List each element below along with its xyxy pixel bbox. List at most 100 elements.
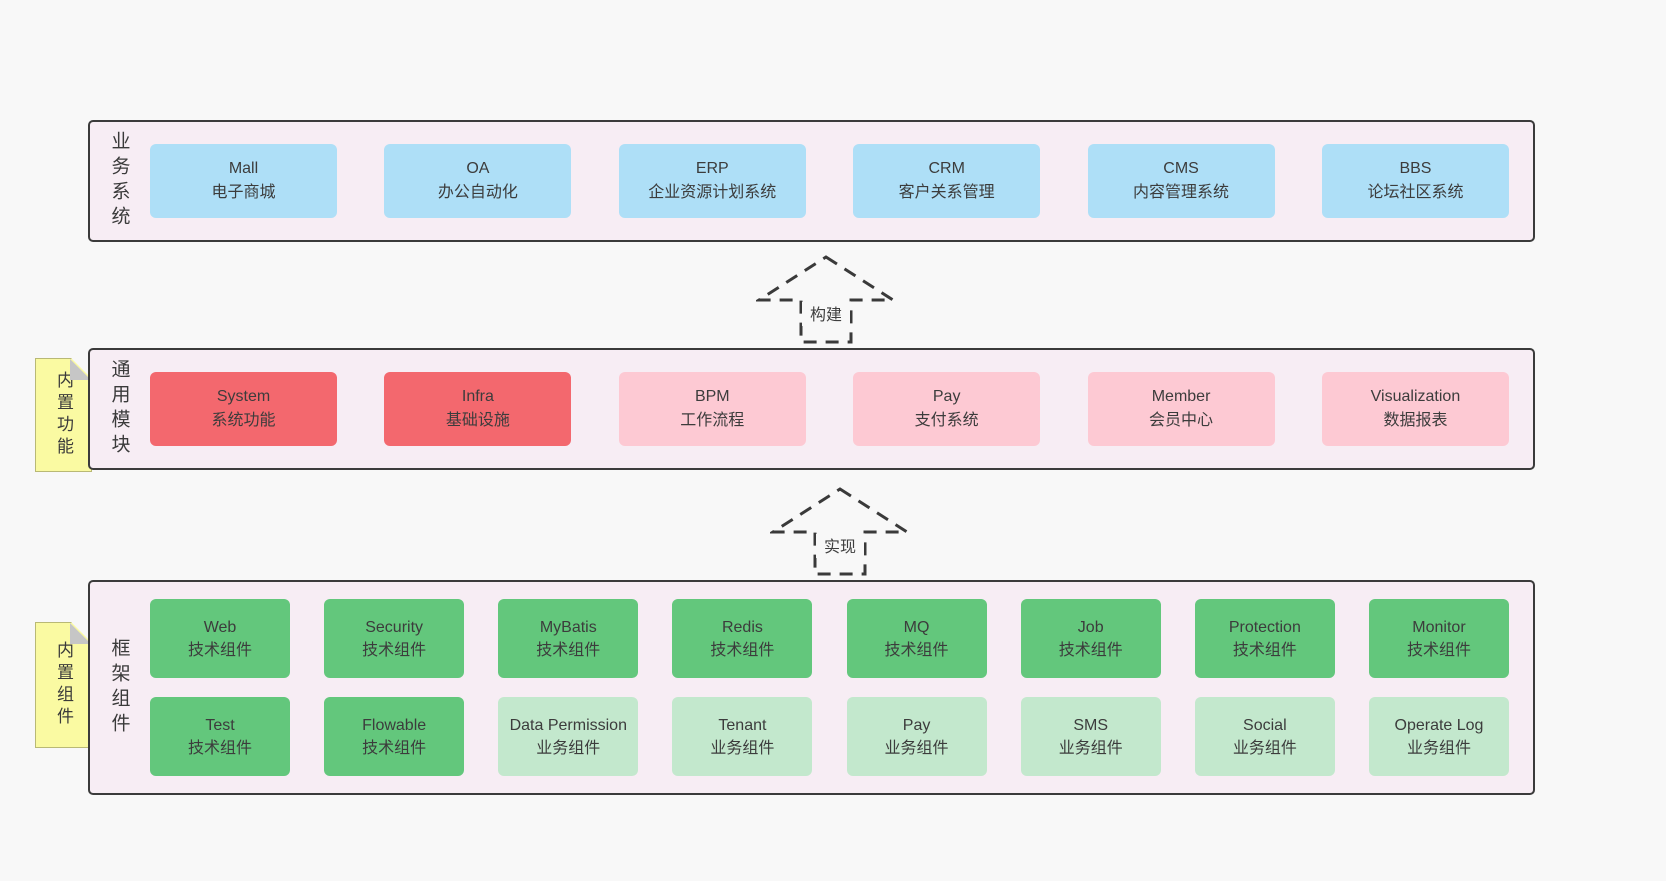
box-title: Protection (1228, 618, 1301, 636)
box-subtitle: 客户关系管理 (898, 184, 995, 201)
band-label-business-systems: 业务系统 (108, 131, 130, 231)
sticky-note-label: 内置功能 (54, 371, 73, 459)
box-subtitle: 业务组件 (536, 739, 601, 757)
box-subtitle: 技术组件 (1232, 641, 1297, 659)
box-subtitle: 业务组件 (710, 739, 775, 757)
box-subtitle: 技术组件 (362, 739, 427, 757)
box-pay-system: Pay 支付系统 (853, 372, 1041, 446)
box-subtitle: 办公自动化 (437, 184, 518, 201)
box-subtitle: 技术组件 (1406, 641, 1471, 659)
box-title: Mall (228, 160, 259, 177)
box-sms: SMS 业务组件 (1020, 697, 1161, 776)
band-label-framework-components: 框架组件 (108, 637, 130, 738)
arrow-label-bg (816, 534, 864, 558)
box-subtitle: 内容管理系统 (1133, 184, 1230, 201)
framework-row-2: Test 技术组件 Flowable 技术组件 Data Permission … (150, 697, 1509, 776)
box-title: Social (1243, 716, 1287, 734)
box-title: Redis (721, 618, 763, 636)
band-business-systems: 业务系统 Mall 电子商城 OA 办公自动化 ERP 企业资源计划系统 CRM… (88, 120, 1535, 242)
box-title: Operate Log (1394, 716, 1484, 734)
box-title: Visualization (1370, 388, 1461, 405)
box-title: Infra (461, 388, 494, 405)
box-member: Member 会员中心 (1087, 372, 1275, 446)
box-mq: MQ 技术组件 (846, 599, 987, 678)
sticky-note-label: 内置组件 (54, 641, 73, 729)
build-arrow-label: 构建 (810, 306, 842, 324)
box-mybatis: MyBatis 技术组件 (498, 599, 639, 678)
box-subtitle: 技术组件 (362, 641, 427, 659)
box-oa: OA 办公自动化 (384, 144, 572, 218)
box-crm: CRM 客户关系管理 (853, 144, 1041, 218)
box-subtitle: 业务组件 (1406, 739, 1471, 757)
implement-arrow-label: 实现 (824, 538, 856, 556)
box-title: Pay (932, 388, 961, 405)
band-label-common-modules: 通用模块 (108, 359, 130, 459)
box-title: BPM (694, 388, 730, 405)
sticky-note-built-in-features: 内置功能 (35, 358, 92, 472)
box-test: Test 技术组件 (150, 697, 290, 776)
box-subtitle: 技术组件 (1058, 641, 1123, 659)
box-erp: ERP 企业资源计划系统 (618, 144, 806, 218)
build-arrow-icon: 构建 (756, 255, 896, 344)
box-title: BBS (1399, 160, 1432, 177)
box-subtitle: 技术组件 (884, 641, 949, 659)
box-monitor: Monitor 技术组件 (1368, 599, 1509, 678)
box-title: Test (205, 716, 235, 734)
common-modules-boxes: System 系统功能 Infra 基础设施 BPM 工作流程 Pay 支付系统… (142, 350, 1533, 468)
box-social: Social 业务组件 (1194, 697, 1335, 776)
box-redis: Redis 技术组件 (672, 599, 813, 678)
box-subtitle: 技术组件 (187, 641, 252, 659)
box-protection: Protection 技术组件 (1194, 599, 1335, 678)
arrow-label-bg (802, 302, 850, 326)
box-mall: Mall 电子商城 (150, 144, 337, 218)
box-title: Pay (902, 716, 931, 734)
box-subtitle: 电子商城 (211, 184, 276, 201)
box-title: MQ (903, 618, 930, 636)
sticky-note-built-in-components: 内置组件 (35, 622, 92, 748)
box-subtitle: 支付系统 (914, 412, 979, 429)
box-bpm: BPM 工作流程 (618, 372, 806, 446)
framework-row-1: Web 技术组件 Security 技术组件 MyBatis 技术组件 Redi… (150, 599, 1509, 678)
box-subtitle: 会员中心 (1149, 412, 1214, 429)
box-subtitle: 数据报表 (1383, 412, 1448, 429)
box-flowable: Flowable 技术组件 (324, 697, 465, 776)
box-subtitle: 业务组件 (1232, 739, 1297, 757)
box-title: ERP (695, 160, 729, 177)
box-subtitle: 论坛社区系统 (1367, 184, 1464, 201)
framework-components-grid: Web 技术组件 Security 技术组件 MyBatis 技术组件 Redi… (142, 582, 1533, 793)
box-title: MyBatis (539, 618, 597, 636)
box-subtitle: 技术组件 (710, 641, 775, 659)
box-title: CMS (1163, 160, 1199, 177)
box-cms: CMS 内容管理系统 (1087, 144, 1275, 218)
box-operate-log: Operate Log 业务组件 (1368, 697, 1509, 776)
box-data-permission: Data Permission 业务组件 (498, 697, 639, 776)
box-visualization: Visualization 数据报表 (1321, 372, 1509, 446)
business-systems-boxes: Mall 电子商城 OA 办公自动化 ERP 企业资源计划系统 CRM 客户关系… (142, 122, 1533, 240)
box-system: System 系统功能 (150, 372, 337, 446)
box-title: Data Permission (509, 716, 627, 734)
box-title: CRM (928, 160, 965, 177)
box-title: Tenant (718, 716, 767, 734)
box-title: Monitor (1412, 618, 1466, 636)
box-subtitle: 企业资源计划系统 (648, 184, 777, 201)
box-title: OA (466, 160, 490, 177)
band-common-modules: 通用模块 System 系统功能 Infra 基础设施 BPM 工作流程 Pay… (88, 348, 1535, 470)
box-title: Security (365, 618, 424, 636)
box-web: Web 技术组件 (150, 599, 290, 678)
box-title: System (216, 388, 271, 405)
box-title: Flowable (362, 716, 427, 734)
box-subtitle: 技术组件 (536, 641, 601, 659)
box-title: Web (203, 618, 237, 636)
box-subtitle: 业务组件 (1058, 739, 1123, 757)
box-subtitle: 技术组件 (187, 739, 252, 757)
box-subtitle: 工作流程 (680, 412, 745, 429)
box-title: Member (1151, 388, 1211, 405)
box-infra: Infra 基础设施 (384, 372, 572, 446)
box-tenant: Tenant 业务组件 (672, 697, 813, 776)
box-subtitle: 系统功能 (211, 412, 276, 429)
box-bbs: BBS 论坛社区系统 (1321, 144, 1509, 218)
box-job: Job 技术组件 (1020, 599, 1161, 678)
box-pay-component: Pay 业务组件 (846, 697, 987, 776)
box-subtitle: 业务组件 (884, 739, 949, 757)
implement-arrow-icon: 实现 (770, 487, 910, 576)
